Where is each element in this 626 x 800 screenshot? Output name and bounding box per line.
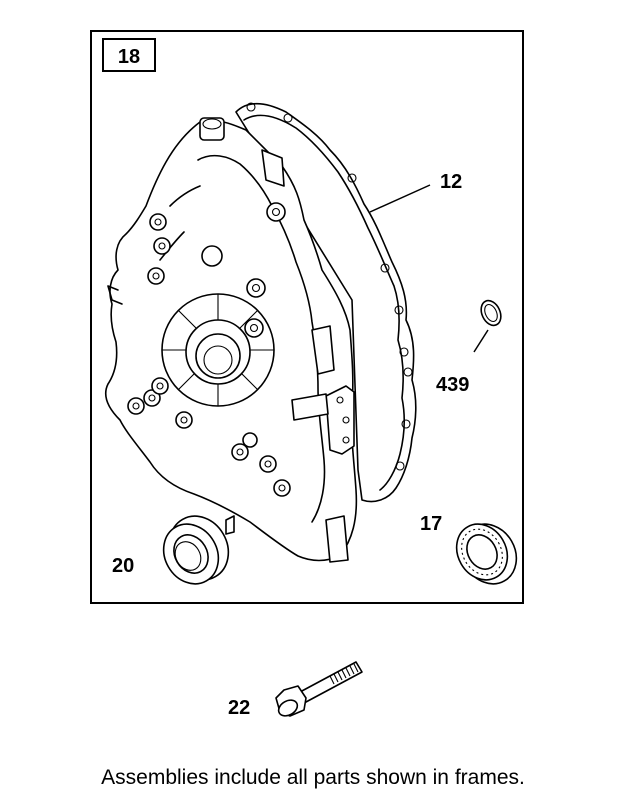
o-ring-part xyxy=(480,299,502,327)
assembly-number: 18 xyxy=(118,46,140,68)
callout-20: 20 xyxy=(112,555,134,577)
oil-seal-17-part xyxy=(455,523,518,585)
callout-12: 12 xyxy=(440,171,462,193)
oil-seal-20-part xyxy=(162,515,230,585)
caption: Assemblies include all parts shown in fr… xyxy=(101,766,525,789)
assembly-number-box xyxy=(102,38,156,72)
crankcase-cover-part xyxy=(104,117,358,563)
callout-22: 22 xyxy=(228,697,250,719)
gasket-part xyxy=(235,102,417,503)
callout-439: 439 xyxy=(436,374,469,396)
callout-17: 17 xyxy=(420,513,442,535)
screw-part xyxy=(275,661,363,717)
assembly-frame xyxy=(90,30,524,604)
